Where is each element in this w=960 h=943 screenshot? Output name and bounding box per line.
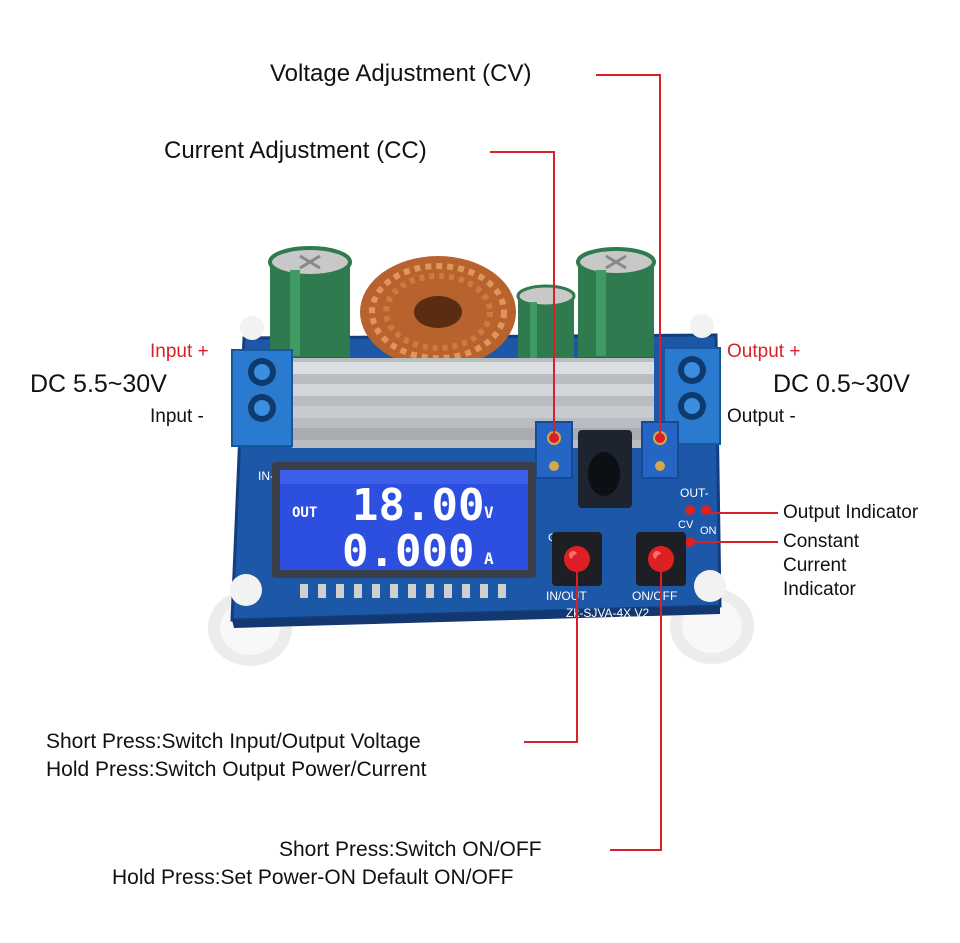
silk-on-off: ON/OFF [632, 589, 677, 603]
lcd-pin-header [300, 584, 506, 598]
input-minus-label: Input - [150, 406, 204, 427]
callout-lines [490, 74, 778, 851]
output-indicator-label: Output Indicator [783, 502, 919, 523]
toroid-inductor [360, 256, 516, 368]
current-adjust-line [490, 151, 555, 438]
lcd-mode: OUT [292, 505, 317, 521]
in-out-note-line2: Hold Press:Switch Output Power/Current [46, 758, 427, 781]
lcd-voltage-unit: V [484, 503, 494, 522]
output-led-2 [701, 505, 711, 515]
current-adjustment-label: Current Adjustment (CC) [164, 137, 427, 164]
standoff-top-left [240, 316, 264, 340]
capacitor-left [268, 246, 352, 357]
standoff-bottom-right [694, 570, 726, 602]
lcd-current: 0.000 [342, 526, 474, 577]
input-terminal-block [231, 349, 293, 447]
capacitor-right [576, 247, 656, 357]
cc-indicator-label-3: Indicator [783, 579, 856, 600]
on-off-line [610, 559, 662, 851]
lcd-current-unit: A [484, 549, 494, 568]
input-plus-label: Input + [150, 341, 209, 362]
cc-led [685, 537, 695, 547]
callout-dots [549, 433, 666, 564]
silk-in-out: IN/OUT [546, 589, 587, 603]
silk-model: Zk-SJVA-4X V2 [566, 606, 649, 620]
silk-on: ON [700, 525, 717, 537]
cc-indicator-label-1: Constant [783, 531, 860, 552]
in-out-note-line1: Short Press:Switch Input/Output Voltage [46, 730, 421, 753]
output-plus-label: Output + [727, 341, 801, 362]
capacitor-small [516, 284, 576, 358]
voltage-adjustment-label: Voltage Adjustment (CV) [270, 60, 532, 87]
lcd-display: OUT 18.00 V 0.000 A [272, 462, 536, 578]
silk-cv: CV [678, 519, 694, 531]
silk-in: IN- [258, 469, 274, 483]
voltage-adjust-line [596, 74, 661, 438]
input-range-label: DC 5.5~30V [30, 370, 167, 398]
lcd-voltage: 18.00 [352, 480, 484, 531]
standoff-top-right [690, 314, 714, 338]
on-off-note-line2: Hold Press:Set Power-ON Default ON/OFF [112, 866, 514, 889]
output-led [685, 505, 695, 515]
output-minus-label: Output - [727, 406, 796, 427]
output-range-label: DC 0.5~30V [773, 370, 910, 398]
in-out-line [524, 559, 578, 743]
cc-indicator-label-2: Current [783, 555, 847, 576]
on-off-note-line1: Short Press:Switch ON/OFF [279, 838, 542, 861]
standoff-bottom-left [230, 574, 262, 606]
silk-out: OUT- [680, 486, 709, 500]
